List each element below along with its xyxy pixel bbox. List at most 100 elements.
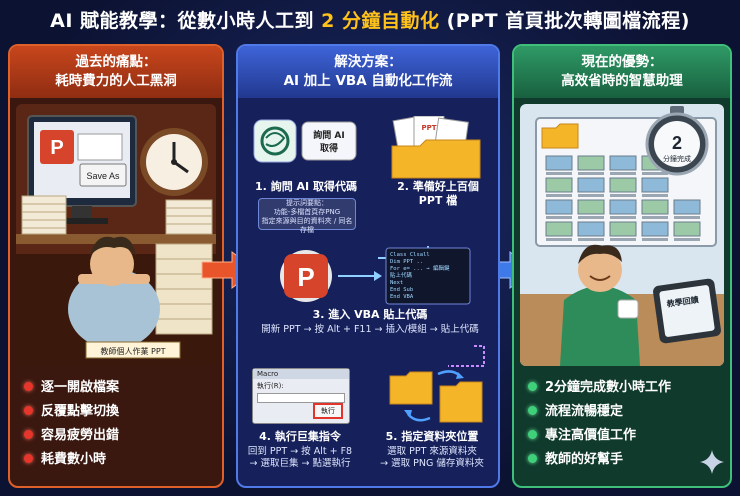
- thumbnail-caption-line: [642, 172, 668, 175]
- vba-editor-illustration: P: [280, 247, 471, 305]
- run-button[interactable]: 執行: [313, 403, 343, 419]
- green-bullet-icon: [528, 454, 537, 463]
- benefit-list: 2分鐘完成數小時工作 流程流暢穩定 專注高價值工作 教師的好幫手: [528, 376, 671, 472]
- step-3-label: 3. 進入 VBA 貼上代碼: [312, 308, 428, 321]
- red-bullet-icon: [24, 406, 33, 415]
- save-as-dialog: [79, 163, 127, 187]
- ai-chat-illustration: 詢問 AI 取得: [253, 119, 357, 163]
- red-bullet-icon: [24, 382, 33, 391]
- benefit-item: 2分鐘完成數小時工作: [528, 376, 671, 400]
- png-thumbnail: [641, 177, 669, 193]
- thumbnail-grid: [545, 155, 701, 241]
- step-5-subtitle: 選取 PPT 來源資料夾 → 選取 PNG 儲存資料夾: [380, 446, 484, 469]
- stressed-teacher: [68, 236, 160, 349]
- red-bullet-icon: [24, 454, 33, 463]
- benefit-item: 流程流暢穩定: [528, 400, 671, 424]
- folder-icon: [389, 371, 433, 405]
- pain-item: 反覆點擊切換: [24, 400, 119, 424]
- red-bullet-icon: [24, 430, 33, 439]
- thumbnail-caption-line: [578, 172, 604, 175]
- macro-title: Macro: [253, 369, 349, 379]
- code-window: [385, 247, 471, 305]
- timer-icon: 2 分鐘完成: [645, 106, 709, 176]
- title-prefix: AI 賦能教學：從數小時人工到: [50, 10, 314, 32]
- step-4-label: 4. 執行巨集指令: [259, 430, 341, 443]
- thumbnail-caption-line: [642, 238, 668, 241]
- pain-heading-line2: 耗時費力的人工黑洞: [55, 73, 177, 89]
- png-thumbnail: [577, 199, 605, 215]
- folders-sync-illustration: [389, 370, 483, 423]
- overworked-teacher-illustration: P Save As: [16, 104, 216, 366]
- macro-name-input[interactable]: [257, 393, 345, 403]
- thumbnail-caption-line: [610, 238, 636, 241]
- thumbnail-caption-line: [578, 216, 604, 219]
- solution-heading-line1: 解決方案：: [334, 54, 402, 70]
- relaxed-teacher-illustration: 2 分鐘完成 教學回饋: [520, 104, 724, 366]
- png-thumbnail: [641, 199, 669, 215]
- macro-dialog: Macro 執行(R): 執行: [252, 368, 350, 424]
- folder-icon: [541, 123, 579, 149]
- ai-logo-icon: [260, 126, 290, 156]
- pain-heading: 過去的痛點： 耗時費力的人工黑洞: [10, 46, 222, 98]
- ppt-folder-illustration: PPT: [391, 116, 481, 179]
- pain-item: 逐一開啟檔案: [24, 376, 119, 400]
- sync-arrow-icon: [404, 410, 412, 418]
- pain-list: 逐一開啟檔案 反覆點擊切換 容易疲勞出錯 耗費數小時: [24, 376, 119, 472]
- paper-stack: [21, 195, 213, 335]
- folder-icon: [439, 381, 483, 423]
- folder-tag-label: 教師個人作業 PPT: [100, 346, 165, 356]
- benefit-heading-line1: 現在的優勢：: [581, 54, 663, 70]
- thumbnail-caption-line: [674, 216, 700, 219]
- prompt-note: 提示詞要點： 功能-多檔首頁存PNG 指定來源與目的資料夾 / 同名存檔: [258, 198, 356, 234]
- png-thumbnail: [545, 199, 573, 215]
- png-thumbnail: [673, 221, 701, 237]
- chat-bubble: [301, 121, 357, 161]
- folder-icon: [391, 139, 481, 179]
- png-thumbnail: [609, 177, 637, 193]
- png-thumbnail: [545, 221, 573, 237]
- png-thumbnail: [545, 177, 573, 193]
- solution-panel: 解決方案： AI 加上 VBA 自動化工作流 詢問 AI 取得 1. 詢問 AI…: [236, 44, 500, 488]
- png-thumbnail: [609, 199, 637, 215]
- step-1-label: 1. 詢問 AI 取得代碼: [255, 180, 357, 193]
- png-thumbnail: [641, 221, 669, 237]
- step-4-subtitle: 回到 PPT → 按 Alt + F8 → 選取巨集 → 點選執行: [247, 446, 353, 469]
- save-as-label: Save As: [86, 171, 120, 181]
- sparkle-icon: [700, 450, 724, 474]
- png-thumbnail: [577, 155, 605, 171]
- svg-text:P: P: [50, 137, 63, 159]
- benefit-item: 教師的好幫手: [528, 448, 671, 472]
- png-thumbnail: [545, 155, 573, 171]
- green-bullet-icon: [528, 406, 537, 415]
- thumbnail-caption-line: [642, 216, 668, 219]
- thumbnail-caption-line: [610, 194, 636, 197]
- title-highlight: 2 分鐘自動化: [321, 10, 440, 32]
- powerpoint-icon: [284, 254, 328, 298]
- green-bullet-icon: [528, 382, 537, 391]
- green-bullet-icon: [528, 430, 537, 439]
- thumbnail-caption-line: [546, 238, 572, 241]
- step-3-subtitle: 開新 PPT → 按 Alt + F11 → 插入/模組 → 貼上代碼: [261, 324, 479, 335]
- timer-label: 分鐘完成: [663, 154, 691, 163]
- png-thumbnail: [577, 177, 605, 193]
- macro-field-label: 執行(R):: [257, 382, 284, 390]
- thumbnail-caption-line: [642, 194, 668, 197]
- svg-text:詢問 AI: 詢問 AI: [313, 129, 344, 141]
- title-suffix: (PPT 首頁批次轉圖檔流程): [446, 10, 690, 32]
- svg-text:PPT: PPT: [421, 124, 436, 132]
- folder-tag: [85, 341, 181, 359]
- thumbnail-caption-line: [578, 238, 604, 241]
- pain-heading-line1: 過去的痛點：: [75, 54, 157, 70]
- thumbnail-caption-line: [610, 172, 636, 175]
- thumbnail-caption-line: [674, 238, 700, 241]
- benefit-item: 專注高價值工作: [528, 424, 671, 448]
- thumbnail-caption-line: [546, 216, 572, 219]
- thumbnail-caption-line: [546, 172, 572, 175]
- coffee-cup-icon: [617, 299, 639, 319]
- thumbnail-caption-line: [546, 194, 572, 197]
- thumbnail-caption-line: [610, 216, 636, 219]
- tablet-label: 教學回饋: [665, 294, 699, 308]
- svg-text:取得: 取得: [320, 142, 338, 154]
- powerpoint-icon: [40, 130, 74, 164]
